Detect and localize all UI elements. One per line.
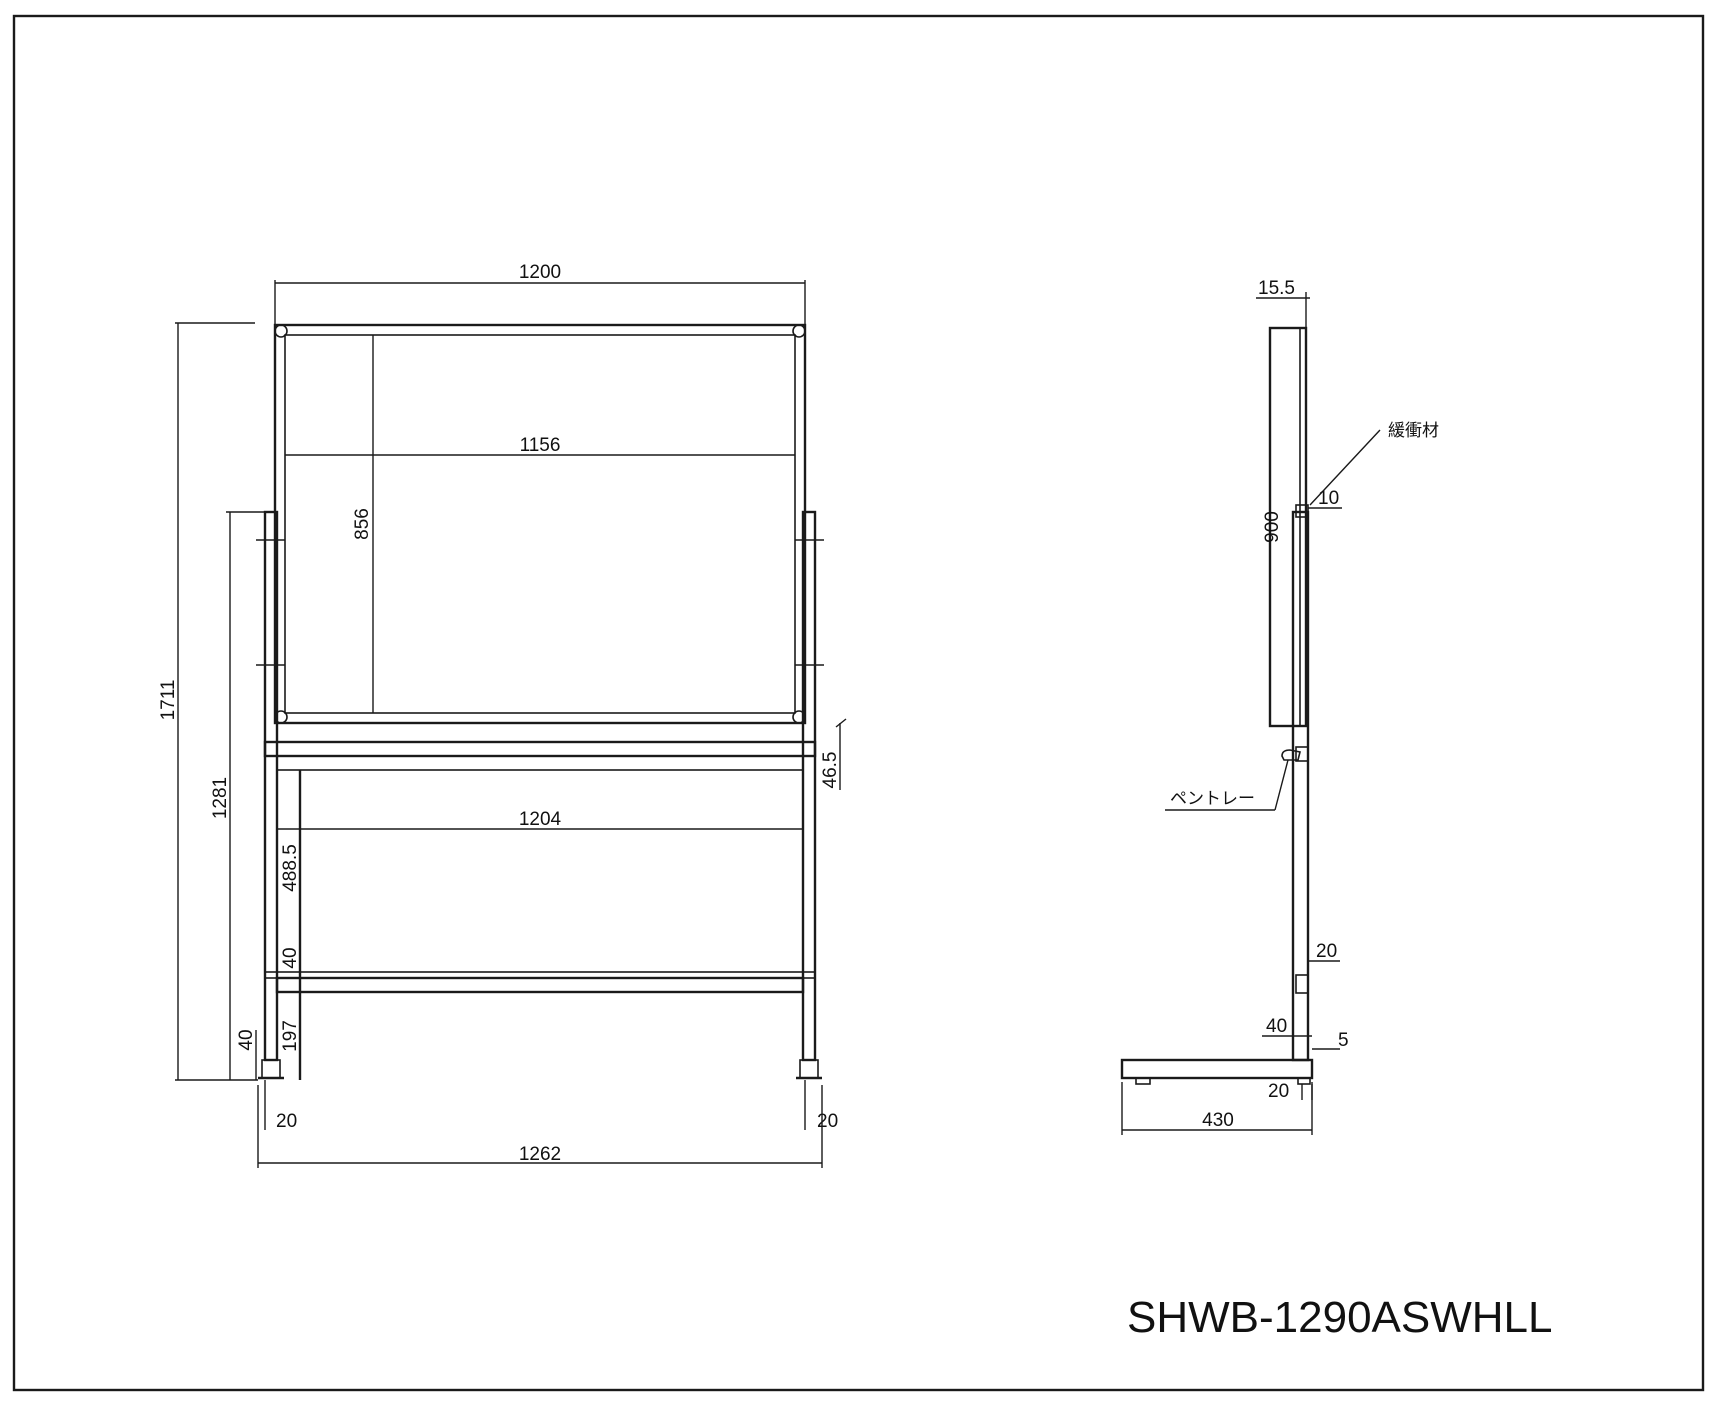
dim-text-1281: 1281 — [210, 777, 231, 819]
dim-text-10: 10 — [1318, 488, 1339, 509]
dim-text-900: 900 — [1262, 511, 1283, 543]
dim-text-40-foot: 40 — [236, 1029, 257, 1050]
side-view: 15.5 900 緩衝材 10 ペントレー 20 40 5 20 430 — [1120, 278, 1439, 1135]
corner-cap-tl — [274, 324, 288, 338]
side-bracket-top — [1295, 504, 1309, 518]
dim-tick-46-5 — [835, 718, 847, 728]
pen-tray-shape — [1281, 749, 1301, 761]
right-foot — [799, 1059, 819, 1079]
dim-text-1200: 1200 — [519, 262, 561, 283]
dim-text-430: 430 — [1202, 1110, 1234, 1131]
dim-text-1711: 1711 — [158, 680, 179, 721]
dim-text-20-right: 20 — [817, 1111, 838, 1132]
side-base — [1120, 1058, 1314, 1080]
label-pen-tray: ペントレー — [1170, 789, 1255, 809]
lower-crossbar — [275, 976, 805, 994]
board-frame-outer — [273, 323, 807, 725]
tray-bar-top — [263, 740, 817, 758]
front-view: 1200 1156 856 1711 1281 46.5 1204 488.5 … — [158, 262, 847, 1168]
dim-text-40-bar: 40 — [280, 947, 301, 968]
corner-cap-bl — [274, 710, 288, 724]
dim-text-1204: 1204 — [519, 809, 562, 830]
model-number: SHWB-1290ASWHLL — [1127, 1293, 1552, 1342]
dim-text-5: 5 — [1338, 1030, 1349, 1051]
dim-text-46-5: 46.5 — [820, 752, 841, 789]
tray-bar-bottom — [276, 755, 804, 771]
side-caster-right — [1297, 1077, 1311, 1085]
leader-cushion-diag — [1309, 429, 1381, 506]
dim-text-488-5: 488.5 — [280, 844, 301, 892]
dim-text-1262: 1262 — [519, 1144, 561, 1165]
leader-pentray-diag — [1274, 759, 1289, 811]
corner-cap-br — [792, 710, 806, 724]
side-caster-left — [1135, 1077, 1151, 1085]
dim-text-15-5: 15.5 — [1258, 278, 1295, 299]
side-bracket-mid — [1295, 746, 1309, 762]
dim-text-1156: 1156 — [520, 435, 561, 456]
dim-text-20-caster: 20 — [1268, 1081, 1289, 1102]
dim-text-20-bracket: 20 — [1316, 941, 1337, 962]
label-cushion: 緩衝材 — [1388, 421, 1439, 441]
dim-text-197: 197 — [280, 1020, 301, 1052]
side-bracket-low — [1295, 974, 1309, 994]
dim-text-40-side: 40 — [1266, 1016, 1287, 1037]
drawing-border — [12, 14, 1705, 1392]
dim-text-856: 856 — [352, 508, 373, 540]
side-board — [1268, 326, 1308, 728]
left-foot — [261, 1059, 281, 1079]
board-frame-inner — [284, 334, 796, 714]
corner-cap-tr — [792, 324, 806, 338]
dim-text-20-left: 20 — [276, 1111, 297, 1132]
